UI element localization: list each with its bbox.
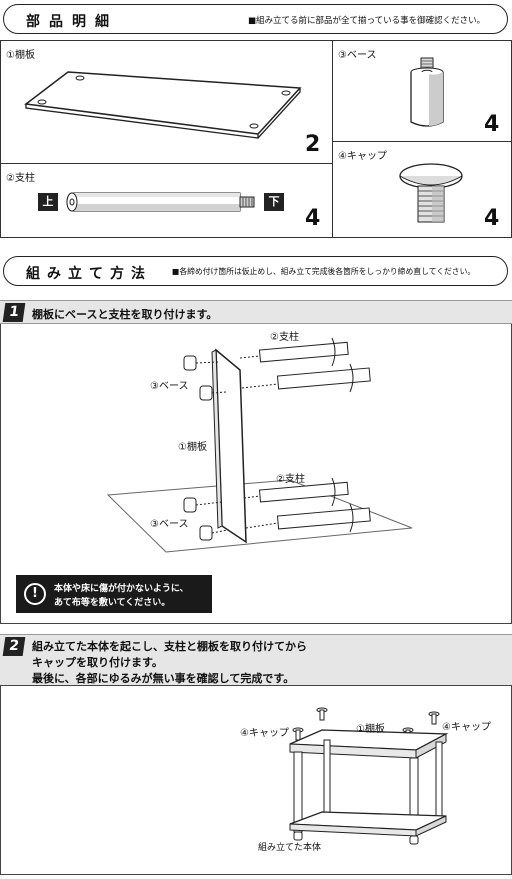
step2-line-1: 組み立てた本体を起こし、支柱と棚板を取り付けてから: [32, 640, 307, 653]
grid-divider-vertical: [332, 40, 333, 238]
step2-label-cap-left: ④キャップ: [240, 728, 289, 739]
step2-label-cap-right: ④キャップ: [442, 722, 491, 733]
part-label-cap: ④キャップ: [338, 151, 387, 162]
step1-label-shelf: ①棚板: [178, 442, 207, 453]
part-label-pole: ②支柱: [6, 173, 35, 184]
cap-illustration: [399, 163, 463, 223]
warning-line-2: あて布等を敷いてください。: [54, 598, 171, 608]
step1-header: 1 棚板にベースと支柱を取り付けます。: [0, 300, 512, 324]
part-label-shelf: ①棚板: [6, 50, 35, 61]
part-qty-base: 4: [484, 112, 500, 137]
pole-bottom-marker: 下: [264, 193, 284, 211]
step1-label-base-bottom: ③ベース: [150, 519, 189, 530]
base-foot-illustration: [410, 57, 444, 127]
step1-warning: ! 本体や床に傷が付かないように、 あて布等を敷いてください。: [16, 575, 212, 613]
step2-diagram: [289, 707, 449, 845]
step1-label-pole-bottom: ②支柱: [276, 474, 305, 485]
pole-top-marker-text: 上: [42, 195, 54, 208]
shelf-board-illustration: [24, 71, 302, 139]
pole-illustration: [66, 192, 255, 212]
grid-divider-left: [0, 163, 332, 164]
method-note: ■各締め付け箇所は仮止めし、組み立て完成後各箇所をしっかり締め直してください。: [172, 267, 476, 276]
pole-top-marker: 上: [38, 193, 58, 211]
step1-label-base-top: ③ベース: [150, 381, 189, 392]
parts-title: 部品明細: [26, 14, 118, 30]
step1-label-pole-top: ②支柱: [270, 332, 299, 343]
step1-diagram: [106, 337, 413, 553]
step2-header: 2 組み立てた本体を起こし、支柱と棚板を取り付けてから キャップを取り付けます。…: [0, 634, 512, 686]
step2-label-shelf: ①棚板: [356, 724, 385, 735]
parts-note: ■組み立てる前に部品が全て揃っている事を御確認ください。: [248, 16, 486, 26]
step2-line-2: キャップを取り付けます。: [32, 656, 163, 669]
step1-number: 1: [2, 303, 26, 322]
step2-label-assembled: 組み立てた本体: [258, 843, 322, 853]
step2-line-3: 最後に、各部にゆるみが無い事を確認して完成です。: [32, 672, 295, 685]
parts-header: 部品明細 ■組み立てる前に部品が全て揃っている事を御確認ください。: [3, 4, 508, 34]
warning-line-1: 本体や床に傷が付かないように、: [54, 584, 189, 594]
method-header: 組み立て方法 ■各締め付け箇所は仮止めし、組み立て完成後各箇所をしっかり締め直し…: [3, 256, 508, 286]
part-qty-cap: 4: [484, 206, 500, 231]
part-qty-shelf: 2: [305, 132, 321, 157]
part-label-base: ③ベース: [338, 50, 377, 61]
part-qty-pole: 4: [305, 206, 321, 231]
step1-instruction: 棚板にベースと支柱を取り付けます。: [32, 308, 218, 321]
grid-divider-right: [332, 141, 512, 142]
step2-number: 2: [2, 637, 26, 656]
warning-icon: !: [24, 583, 46, 605]
method-title: 組み立て方法: [26, 266, 152, 282]
pole-bottom-marker-text: 下: [268, 195, 280, 208]
